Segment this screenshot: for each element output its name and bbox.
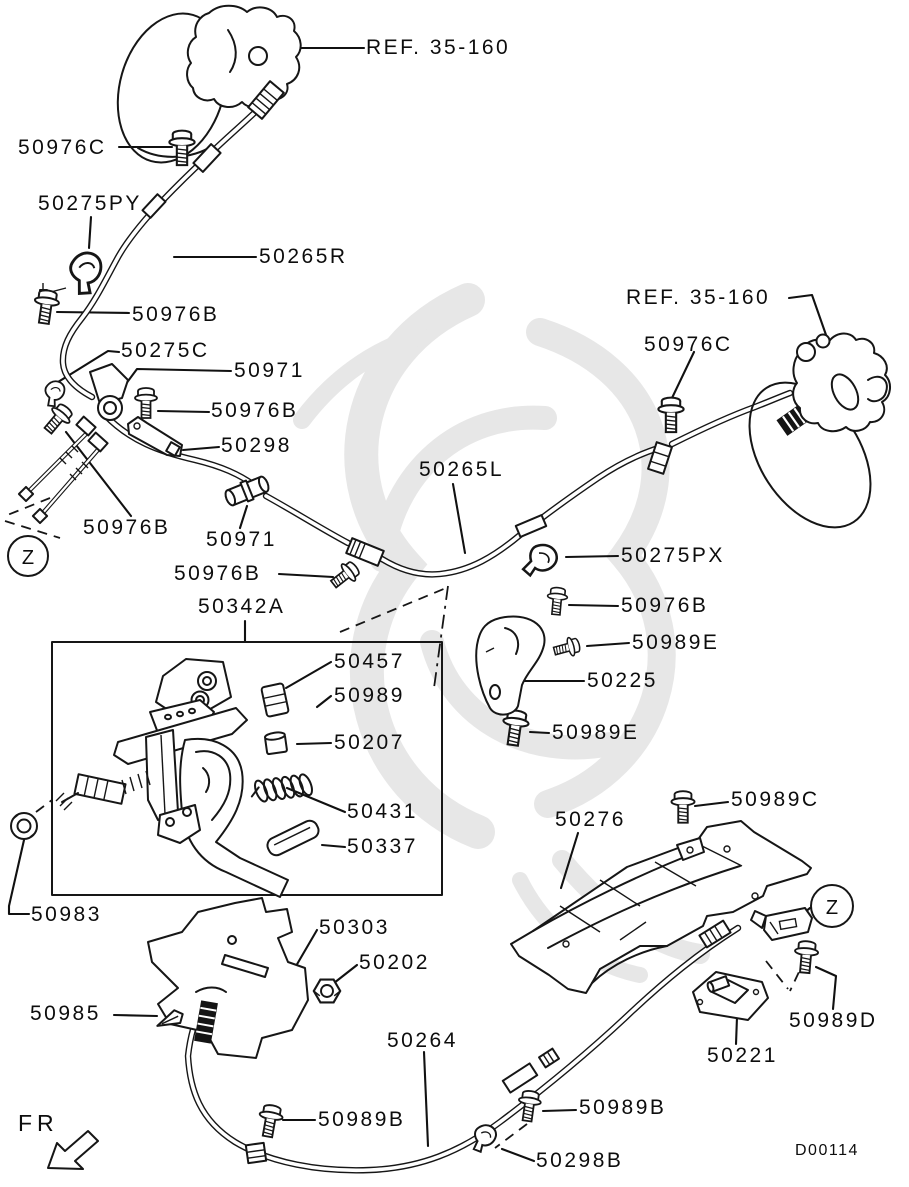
part-label-50457: 50457	[334, 650, 405, 673]
detail-box-50342a	[51, 641, 443, 898]
ref-label-35-160-right: REF. 35-160	[626, 286, 771, 309]
part-label-50976b: 50976B	[132, 303, 220, 326]
bolt-50976b-icon	[326, 557, 364, 594]
bolt-50976b-icon	[38, 399, 77, 439]
part-label-50985: 50985	[30, 1002, 101, 1025]
cable-rod-ends	[17, 415, 109, 525]
nut-50202-icon	[312, 978, 342, 1004]
part-label-50976c: 50976C	[18, 136, 107, 159]
part-label-50225: 50225	[587, 669, 658, 692]
bolt-50976b-icon	[134, 387, 158, 419]
part-label-50265r: 50265R	[259, 245, 348, 268]
plate-50221	[692, 971, 769, 1021]
part-label-50989e: 50989E	[552, 721, 640, 744]
part-label-50303: 50303	[319, 916, 390, 939]
part-label-50976b: 50976B	[83, 516, 171, 539]
part-label-50989b: 50989B	[318, 1108, 406, 1131]
connector-50971-icon	[224, 475, 270, 507]
part-label-50298b: 50298B	[536, 1149, 624, 1172]
bolt-50989b-icon	[255, 1102, 286, 1140]
cable-50265l	[101, 389, 794, 578]
equalizer-cluster	[40, 246, 673, 567]
fr-arrow-icon	[47, 1130, 99, 1170]
z-marker-left: Z	[7, 535, 49, 577]
z-marker-right: Z	[810, 884, 854, 928]
part-label-50989c: 50989C	[731, 788, 820, 811]
caliper-left	[116, 4, 302, 219]
cable-fitting-icon	[345, 537, 385, 567]
part-label-50976b: 50976B	[211, 399, 299, 422]
part-label-50989d: 50989D	[789, 1009, 878, 1032]
part-label-50275px: 50275PX	[621, 544, 725, 567]
z-left-label: Z	[22, 547, 34, 569]
part-label-50337: 50337	[347, 835, 418, 858]
stud-50989e-icon	[551, 634, 583, 661]
clamp-50275px-icon	[520, 539, 561, 583]
part-label-50275c: 50275C	[121, 339, 210, 362]
cable-band	[244, 1141, 268, 1165]
grommet-50983	[10, 812, 38, 840]
clip-50985-icon	[156, 1009, 184, 1027]
diagram-code: D00114	[795, 1142, 859, 1159]
clamp-50275py-icon	[61, 246, 113, 300]
bolt-50976b-icon	[545, 585, 569, 617]
part-label-50976b: 50976B	[174, 562, 262, 585]
caliper-right	[748, 332, 891, 529]
clamp-50275c-icon	[40, 377, 71, 410]
part-label-50971: 50971	[206, 528, 277, 551]
part-label-50989e: 50989E	[632, 631, 720, 654]
cable-boot-dark	[194, 1000, 218, 1044]
z-right-label: Z	[826, 897, 838, 919]
part-50457	[260, 682, 290, 718]
part-50207	[263, 731, 288, 756]
part-label-50431: 50431	[347, 800, 418, 823]
leader-lines	[7, 46, 838, 1163]
spring-50431	[250, 773, 313, 803]
bolt-50989d-icon	[792, 939, 820, 975]
part-label-50976b: 50976B	[621, 594, 709, 617]
part-label-50976c: 50976C	[644, 333, 733, 356]
heat-shield-50276	[510, 820, 812, 994]
bolt-50989c-icon	[670, 790, 696, 824]
part-label-50265l: 50265L	[419, 458, 505, 481]
part-label-50971: 50971	[234, 359, 305, 382]
rear-equalizer-bracket	[698, 907, 813, 949]
cable-clamp-block	[647, 441, 673, 475]
part-label-50275py: 50275PY	[38, 192, 142, 215]
bolt-50976b-icon	[30, 287, 62, 326]
part-label-50221: 50221	[707, 1044, 778, 1067]
firewall-bracket	[147, 897, 309, 1059]
part-label-50989b: 50989B	[579, 1096, 667, 1119]
part-label-50264: 50264	[387, 1029, 458, 1052]
part-label-50298: 50298	[221, 434, 292, 457]
bracket-50225	[475, 615, 546, 716]
clamp-50298b-icon	[470, 1123, 499, 1154]
part-label-50207: 50207	[334, 731, 405, 754]
part-label-50342a: 50342A	[198, 595, 286, 618]
part-label-50983: 50983	[31, 903, 102, 926]
ref-label-35-160-top: REF. 35-160	[366, 36, 511, 59]
fr-direction-label: FR	[18, 1110, 59, 1136]
construction-lines	[4, 283, 807, 1149]
pad-50337	[266, 819, 320, 857]
part-label-50202: 50202	[359, 951, 430, 974]
part-label-50276: 50276	[555, 808, 626, 831]
part-label-50989: 50989	[334, 684, 405, 707]
